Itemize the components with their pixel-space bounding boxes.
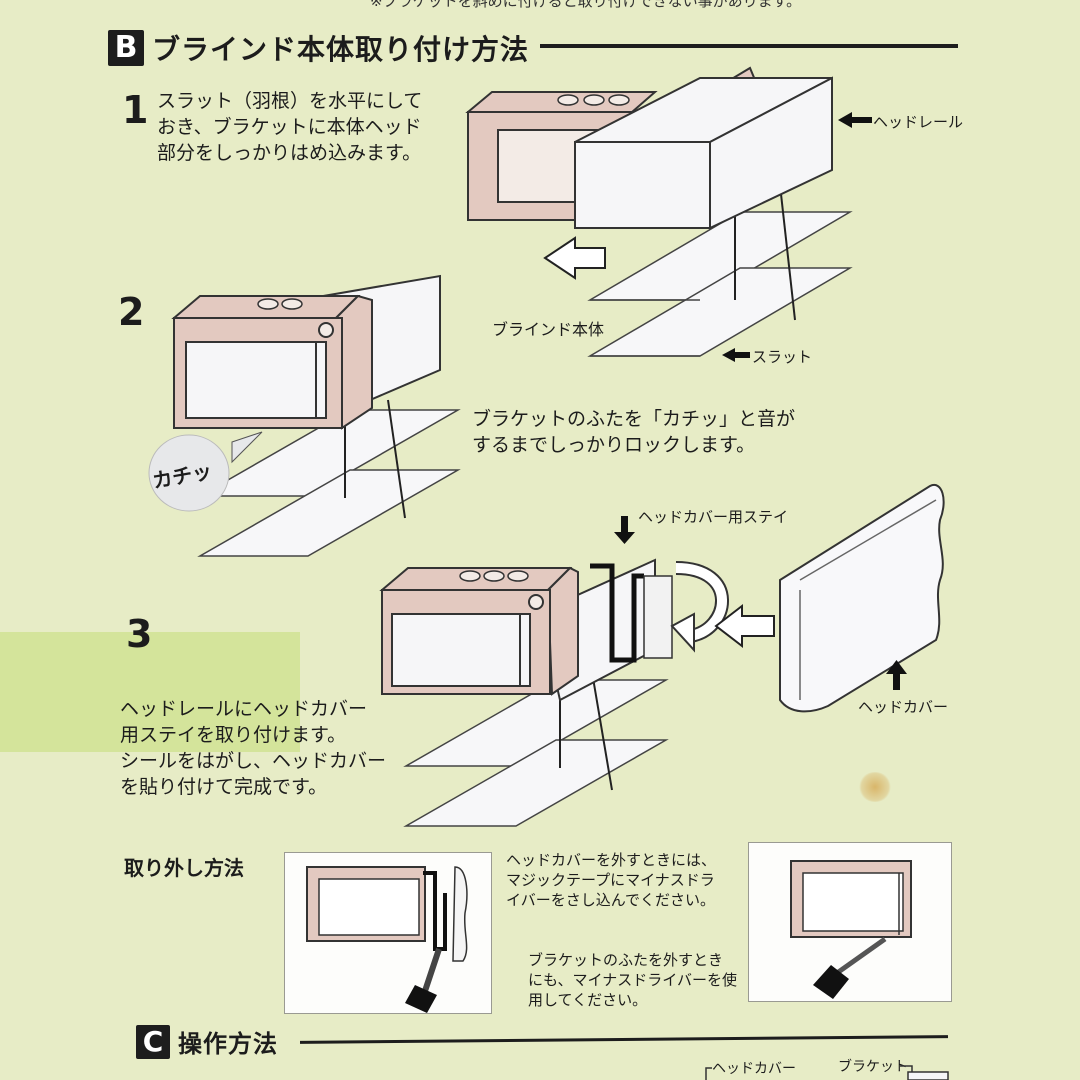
removal-text-2: ブラケットのふたを外すとき にも、マイナスドライバーを使 用してください。 — [528, 951, 737, 1009]
label-head-cover-stay: ヘッドカバー用ステイ — [638, 508, 789, 526]
removal-illustration-2 — [790, 860, 912, 999]
tape-strip — [0, 632, 300, 752]
step1-number: 1 — [122, 88, 149, 132]
removal-panel-1 — [284, 852, 492, 1014]
step1-text: スラット（羽根）を水平にして おき、ブラケットに本体ヘッド 部分をしっかりはめ込… — [157, 90, 423, 164]
section-c-label-bracket: ブラケット — [838, 1059, 908, 1075]
step3-number: 3 — [126, 612, 153, 656]
label-blind-body: ブラインド本体 — [492, 320, 605, 339]
stain-mark — [858, 772, 892, 802]
step2-text: ブラケットのふたを「カチッ」と音が するまでしっかりロックします。 — [472, 408, 796, 456]
removal-text-1: ヘッドカバーを外すときには、 マジックテープにマイナスドラ イバーをさし込んでく… — [506, 851, 717, 909]
section-b-header: B ブラインド本体取り付け方法 — [108, 28, 529, 68]
section-c-label-head-cover: ヘッドカバー — [712, 1061, 796, 1077]
section-c-title: 操作方法 — [178, 1030, 278, 1058]
step2-number: 2 — [118, 290, 145, 334]
section-c-letter: C — [136, 1024, 170, 1059]
label-slat: スラット — [752, 348, 813, 366]
top-note: ※ブラケットを斜めに付けると取り付けできない事があります。 — [370, 0, 802, 10]
section-b-letter: B — [108, 30, 144, 66]
removal-panel-2 — [748, 842, 952, 1002]
section-c-header: C 操作方法 — [136, 1024, 278, 1059]
section-b-title: ブラインド本体取り付け方法 — [152, 33, 530, 66]
step3-text: ヘッドレールにヘッドカバー 用ステイを取り付けます。 シールをはがし、ヘッドカバ… — [120, 698, 387, 798]
section-b-rule — [540, 44, 958, 48]
label-head-rail: ヘッドレール — [873, 113, 964, 131]
removal-illustration-1 — [306, 866, 468, 1013]
removal-title: 取り外し方法 — [124, 856, 244, 880]
label-head-cover: ヘッドカバー — [858, 698, 949, 716]
